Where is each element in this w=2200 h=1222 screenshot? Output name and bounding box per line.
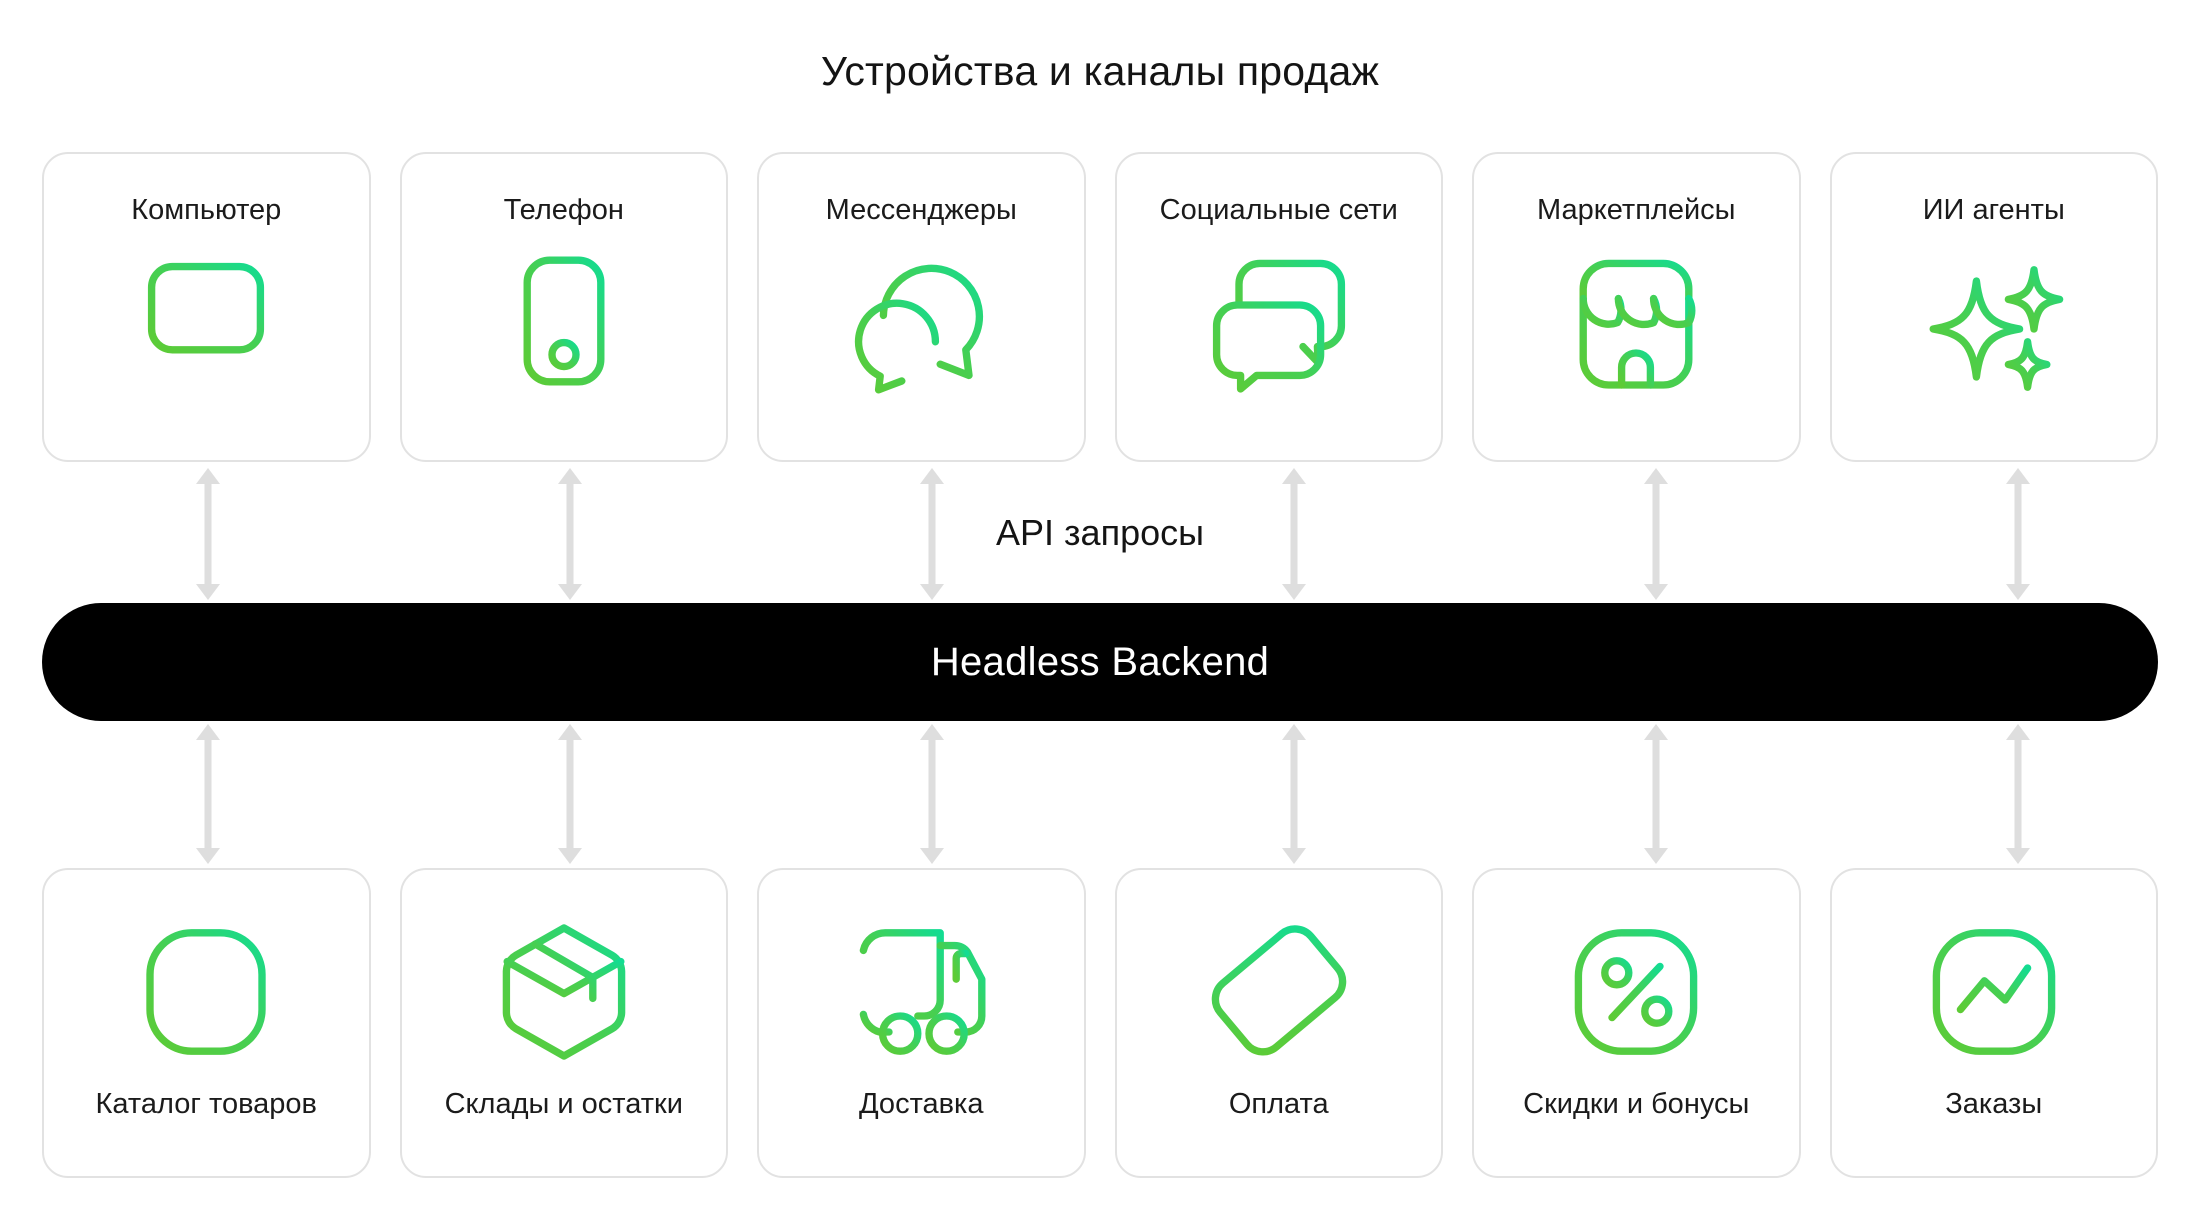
card-label: Оплата [1228,1088,1329,1120]
card-label: Склады и остатки [444,1088,683,1120]
monitor-icon [121,241,291,401]
card-channel-marketplaces[interactable]: Маркетплейсы [1472,152,1801,462]
percent-badge-icon [1551,912,1721,1072]
card-module-warehouse[interactable]: Склады и остатки [399,868,728,1178]
connector-arrow-lower-5 [1641,724,1671,864]
top-row-cards: Компьютер Телефон [42,152,2158,462]
card-module-orders[interactable]: Заказы [1829,868,2158,1178]
package-box-icon [479,912,649,1072]
card-label: Компьютер [131,194,282,226]
connector-arrow-lower-1 [193,724,223,864]
line-chart-badge-icon [1909,912,2079,1072]
chat-bubbles-round-icon [836,241,1006,401]
headless-backend-bar[interactable]: Headless Backend [42,603,2158,721]
connector-arrow-lower-4 [1279,724,1309,864]
storefront-icon [1551,241,1721,401]
card-label: Маркетплейсы [1537,194,1736,226]
card-channel-messengers[interactable]: Мессенджеры [757,152,1086,462]
card-module-delivery[interactable]: Доставка [757,868,1086,1178]
delivery-truck-icon [836,912,1006,1072]
connector-arrow-lower-6 [2003,724,2033,864]
card-label: Заказы [1945,1088,2043,1120]
card-device-phone[interactable]: Телефон [399,152,728,462]
bottom-row-cards: Каталог товаров Склады и остатки [42,868,2158,1178]
card-module-discounts[interactable]: Скидки и бонусы [1472,868,1801,1178]
page-title: Устройства и каналы продаж [820,48,1380,94]
backend-label: Headless Backend [930,639,1270,684]
card-label: ИИ агенты [1922,194,2065,226]
credit-card-icon [1194,912,1364,1072]
chat-bubbles-square-icon [1194,241,1364,401]
card-module-catalog[interactable]: Каталог товаров [42,868,371,1178]
api-requests-label: API запросы [996,512,1204,553]
card-channel-ai-agents[interactable]: ИИ агенты [1829,152,2158,462]
card-module-payment[interactable]: Оплата [1114,868,1443,1178]
card-label: Телефон [503,194,624,226]
grid-catalog-icon [121,912,291,1072]
sparkles-icon [1909,241,2079,401]
card-label: Мессенджеры [825,194,1017,226]
card-label: Социальные сети [1159,194,1398,226]
connector-arrow-lower-3 [917,724,947,864]
connector-arrow-lower-2 [555,724,585,864]
card-label: Доставка [858,1088,984,1120]
smartphone-icon [479,241,649,401]
card-channel-social[interactable]: Социальные сети [1114,152,1443,462]
card-label: Скидки и бонусы [1523,1088,1750,1120]
card-label: Каталог товаров [95,1088,317,1120]
card-device-computer[interactable]: Компьютер [42,152,371,462]
